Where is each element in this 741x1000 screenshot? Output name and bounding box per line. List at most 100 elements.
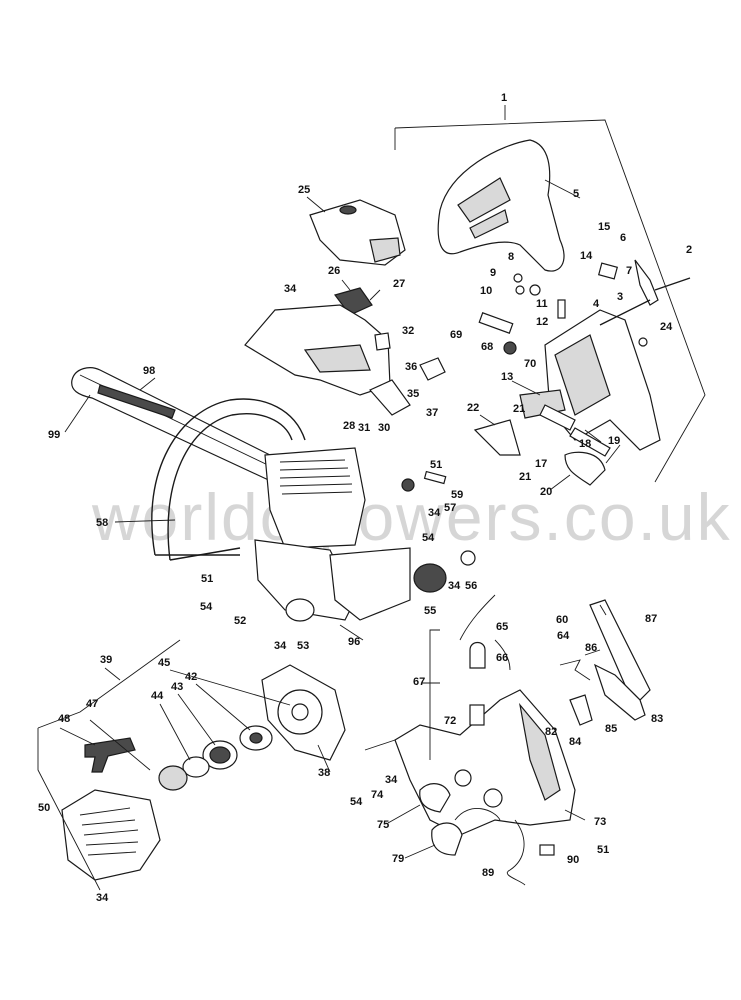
callout-label: 60 (556, 614, 568, 626)
callout-labels: 1 2 3 4 5 6 7 8 9 10 11 12 13 14 15 17 1… (38, 92, 692, 904)
callout-label: 30 (378, 422, 390, 434)
callout-label: 39 (100, 654, 112, 666)
callout-label: 54 (422, 532, 435, 544)
callout-label: 70 (524, 358, 536, 370)
callout-label: 82 (545, 726, 557, 738)
callout-label: 31 (358, 422, 370, 434)
callout-label: 47 (86, 698, 98, 710)
callout-label: 8 (508, 251, 514, 263)
front-handle (151, 398, 306, 561)
callout-label: 34 (385, 774, 398, 786)
callout-label: 54 (350, 796, 363, 808)
callout-label: 56 (465, 580, 477, 592)
callout-label: 21 (513, 403, 525, 415)
callout-label: 27 (393, 278, 405, 290)
callout-label: 42 (185, 671, 197, 683)
group-1-bracket (394, 105, 706, 483)
callout-label: 86 (585, 642, 597, 654)
callout-label: 57 (444, 502, 456, 514)
callout-label: 17 (535, 458, 547, 470)
callout-label: 34 (428, 507, 441, 519)
callout-label: 34 (96, 892, 109, 904)
callout-label: 5 (573, 188, 579, 200)
callout-label: 34 (274, 640, 287, 652)
rear-handle-housing (364, 594, 651, 886)
callout-label: 25 (298, 184, 310, 196)
callout-label: 34 (284, 283, 297, 295)
callout-label: 19 (608, 435, 620, 447)
callout-label: 43 (171, 681, 183, 693)
callout-label: 50 (38, 802, 50, 814)
callout-label: 59 (451, 489, 463, 501)
starter-assembly (37, 639, 346, 891)
callout-label: 58 (96, 517, 108, 529)
air-filter-cover (309, 199, 406, 316)
callout-label: 10 (480, 285, 492, 297)
callout-label: 20 (540, 486, 552, 498)
rear-handle (437, 139, 565, 272)
callout-label: 1 (501, 92, 507, 104)
callout-label: 67 (413, 676, 425, 688)
callout-label: 52 (234, 615, 246, 627)
callout-label: 32 (402, 325, 414, 337)
callout-label: 53 (297, 640, 309, 652)
callout-label: 15 (598, 221, 610, 233)
callout-label: 9 (490, 267, 496, 279)
callout-label: 14 (580, 250, 593, 262)
callout-label: 24 (660, 321, 673, 333)
callout-label: 89 (482, 867, 494, 879)
callout-label: 72 (444, 715, 456, 727)
callout-label: 12 (536, 316, 548, 328)
callout-label: 48 (58, 713, 70, 725)
callout-label: 37 (426, 407, 438, 419)
callout-label: 74 (371, 789, 384, 801)
callout-label: 13 (501, 371, 513, 383)
callout-label: 21 (519, 471, 531, 483)
callout-label: 64 (557, 630, 570, 642)
callout-label: 66 (496, 652, 508, 664)
callout-label: 22 (467, 402, 479, 414)
callout-label: 3 (617, 291, 623, 303)
brake-small-parts (473, 259, 691, 486)
callout-label: 11 (536, 298, 548, 310)
callout-label: 51 (597, 844, 609, 856)
leader-lines (59, 179, 621, 859)
callout-label: 69 (450, 329, 462, 341)
callout-label: 34 (448, 580, 461, 592)
callout-label: 73 (594, 816, 606, 828)
brake-housing (519, 309, 661, 451)
callout-label: 35 (407, 388, 419, 400)
top-cover (244, 304, 446, 416)
callout-label: 87 (645, 613, 657, 625)
callout-label: 6 (620, 232, 626, 244)
callout-label: 2 (686, 244, 692, 256)
callout-label: 83 (651, 713, 663, 725)
callout-label: 36 (405, 361, 417, 373)
callout-label: 96 (348, 636, 360, 648)
callout-label: 45 (158, 657, 170, 669)
callout-label: 54 (200, 601, 213, 613)
callout-label: 44 (151, 690, 164, 702)
callout-label: 26 (328, 265, 340, 277)
callout-label: 38 (318, 767, 330, 779)
callout-label: 51 (430, 459, 442, 471)
callout-label: 28 (343, 420, 355, 432)
callout-label: 65 (496, 621, 508, 633)
callout-label: 18 (579, 438, 591, 450)
callout-label: 98 (143, 365, 155, 377)
callout-label: 68 (481, 341, 493, 353)
callout-label: 85 (605, 723, 617, 735)
callout-label: 4 (593, 298, 600, 310)
callout-label: 7 (626, 265, 632, 277)
callout-label: 51 (201, 573, 213, 585)
callout-label: 55 (424, 605, 436, 617)
callout-label: 90 (567, 854, 579, 866)
guide-bar-and-chain (71, 367, 301, 491)
callout-label: 75 (377, 819, 389, 831)
callout-label: 84 (569, 736, 582, 748)
callout-label: 79 (392, 853, 404, 865)
engine (254, 447, 476, 622)
watermark: worldofpowers.co.uk (91, 480, 732, 554)
callout-label: 99 (48, 429, 60, 441)
